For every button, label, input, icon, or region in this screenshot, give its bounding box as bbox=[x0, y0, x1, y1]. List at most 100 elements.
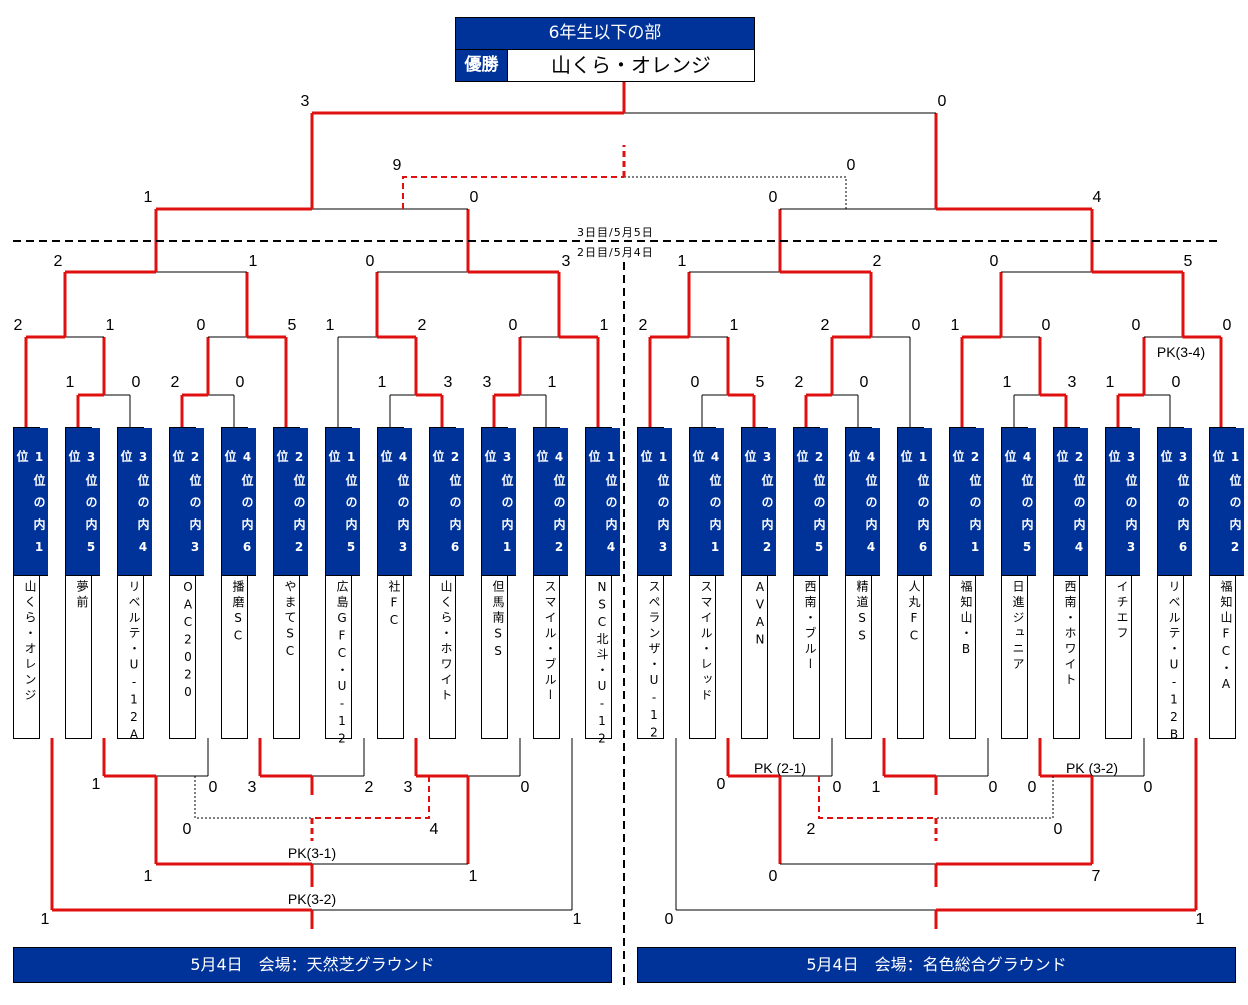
seed-label: 1位の内5位 bbox=[326, 428, 360, 576]
seed-label: 3位の内6位 bbox=[1158, 428, 1192, 576]
score-label: 3 bbox=[300, 93, 310, 110]
seed-label: 1位の内4位 bbox=[586, 428, 620, 576]
champion-label: 優勝 bbox=[456, 50, 508, 81]
score-label: 1 bbox=[547, 374, 557, 391]
score-label: 0 bbox=[988, 779, 998, 796]
score-label: 0 bbox=[1053, 821, 1063, 838]
team-name: 福知山FC・A bbox=[1219, 580, 1233, 695]
score-label: 1 bbox=[105, 317, 115, 334]
bracket-line bbox=[312, 776, 430, 819]
score-label: 2 bbox=[364, 779, 374, 796]
score-label: 1 bbox=[65, 374, 75, 391]
score-label: 0 bbox=[520, 779, 530, 796]
team-slot: 2位の内6位山くら・ホワイト bbox=[429, 427, 464, 739]
score-label: 0 bbox=[365, 253, 375, 270]
score-label: 2 bbox=[872, 253, 882, 270]
team-name: 但馬南SS bbox=[491, 580, 505, 662]
team-name: 西南・ホワイト bbox=[1063, 580, 1077, 689]
team-name: スペランザ・U-12 bbox=[647, 580, 661, 743]
team-name: 夢前 bbox=[75, 580, 89, 611]
score-label: 0 bbox=[1131, 317, 1141, 334]
seed-label: 4位の内2位 bbox=[534, 428, 568, 576]
team-slot: 1位の内5位広島GFC・U-12 bbox=[325, 427, 360, 749]
team-slot: 3位の内1位但馬南SS bbox=[481, 427, 516, 739]
score-label: PK (2-1) bbox=[753, 760, 807, 776]
bracket-line bbox=[936, 776, 1054, 819]
score-label: 3 bbox=[482, 374, 492, 391]
venue-right: 5月4日 会場：名色総合グラウンド bbox=[637, 947, 1236, 983]
team-name: 山くら・オレンジ bbox=[23, 580, 37, 704]
seed-label: 3位の内5位 bbox=[66, 428, 100, 576]
team-slot: 1位の内4位 NSC北斗・U-12 bbox=[585, 427, 620, 749]
team-name: 播磨SC bbox=[231, 580, 245, 646]
score-label: 7 bbox=[1091, 868, 1101, 885]
score-label: 2 bbox=[13, 317, 23, 334]
team-name: 人丸FC bbox=[907, 580, 921, 646]
score-label: 0 bbox=[508, 317, 518, 334]
team-name: スマイル・ブルー bbox=[543, 580, 557, 704]
score-label: 0 bbox=[846, 157, 856, 174]
pk-result: PK(3-4) bbox=[1156, 344, 1206, 360]
score-label: 1 bbox=[572, 911, 582, 928]
team-name: リベルテ・U-12A bbox=[127, 580, 141, 745]
team-name: 山くら・ホワイト bbox=[439, 580, 453, 704]
team-name: 西南・ブルー bbox=[803, 580, 817, 673]
team-name: イチエフ bbox=[1115, 580, 1129, 642]
team-slot: 2位の内4位西南・ホワイト bbox=[1053, 427, 1088, 739]
score-label: 0 bbox=[859, 374, 869, 391]
score-label: 1 bbox=[1195, 911, 1205, 928]
score-label: PK (3-2) bbox=[1065, 760, 1119, 776]
score-label: 3 bbox=[443, 374, 453, 391]
score-label: 0 bbox=[469, 189, 479, 206]
score-label: 2 bbox=[806, 821, 816, 838]
score-label: 1 bbox=[248, 253, 258, 270]
score-label: 4 bbox=[1092, 189, 1102, 206]
score-label: 3 bbox=[561, 253, 571, 270]
score-label: 0 bbox=[196, 317, 206, 334]
team-slot: 4位の内5位日進ジュニア bbox=[1001, 427, 1036, 739]
score-label: 0 bbox=[937, 93, 947, 110]
score-label: 9 bbox=[392, 157, 402, 174]
score-label: 1 bbox=[377, 374, 387, 391]
score-label: 1 bbox=[1002, 374, 1012, 391]
score-label: 1 bbox=[729, 317, 739, 334]
score-label: 1 bbox=[40, 911, 50, 928]
bracket-line bbox=[194, 776, 312, 819]
bracket-line bbox=[402, 176, 624, 209]
seed-label: 2位の内6位 bbox=[430, 428, 464, 576]
pk-result: PK(3-2) bbox=[287, 891, 337, 907]
team-slot: 1位の内2位福知山FC・A bbox=[1209, 427, 1244, 739]
pk-result: PK(3-1) bbox=[287, 845, 337, 861]
score-label: 0 bbox=[911, 317, 921, 334]
score-label: 2 bbox=[638, 317, 648, 334]
team-name: 福知山・B bbox=[959, 580, 973, 660]
score-label: 0 bbox=[768, 868, 778, 885]
score-label: 1 bbox=[950, 317, 960, 334]
score-label: 1 bbox=[143, 868, 153, 885]
team-slot: 4位の内1位スマイル・レッド bbox=[689, 427, 724, 739]
seed-label: 2位の内5位 bbox=[794, 428, 828, 576]
team-slot: 2位の内1位福知山・B bbox=[949, 427, 984, 739]
day3-label: 3日目/5月5日 bbox=[577, 226, 654, 239]
seed-label: 1位の内6位 bbox=[898, 428, 932, 576]
seed-label: 2位の内4位 bbox=[1054, 428, 1088, 576]
score-label: 0 bbox=[1222, 317, 1232, 334]
seed-label: 3位の内1位 bbox=[482, 428, 516, 576]
seed-label: 2位の内2位 bbox=[274, 428, 308, 576]
score-label: 1 bbox=[1105, 374, 1115, 391]
team-slot: 4位の内3位社FC bbox=[377, 427, 412, 739]
team-slot: 4位の内2位スマイル・ブルー bbox=[533, 427, 568, 739]
score-label: 0 bbox=[208, 779, 218, 796]
score-label: 0 bbox=[664, 911, 674, 928]
team-slot: 1位の内6位人丸FC bbox=[897, 427, 932, 739]
score-label: 2 bbox=[417, 317, 427, 334]
venue-left: 5月4日 会場：天然芝グラウンド bbox=[13, 947, 612, 983]
team-name: NSC北斗・U-12 bbox=[595, 580, 609, 749]
seed-label: 4位の内1位 bbox=[690, 428, 724, 576]
team-name: AVAN bbox=[753, 580, 767, 650]
score-label: 0 bbox=[235, 374, 245, 391]
team-slot: 2位の内2位やまてSC bbox=[273, 427, 308, 739]
score-label: 3 bbox=[1067, 374, 1077, 391]
team-slot: 1位の内1位山くら・オレンジ bbox=[13, 427, 48, 739]
